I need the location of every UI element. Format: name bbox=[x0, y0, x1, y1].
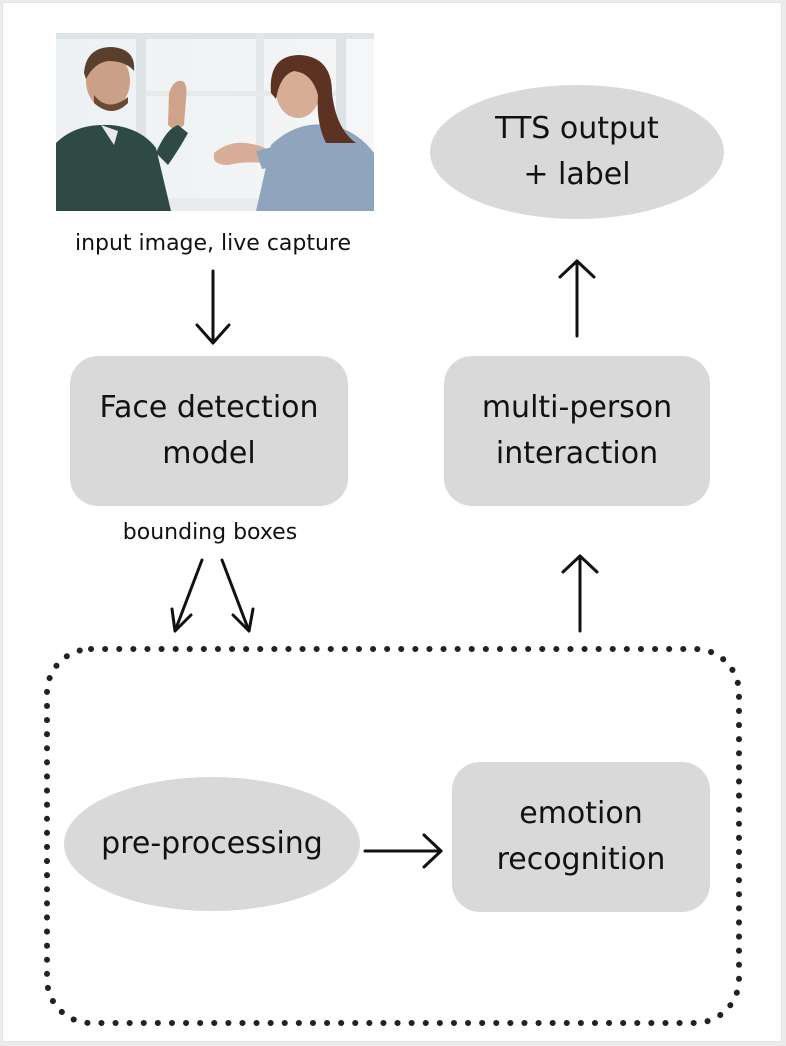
bounding-boxes-caption: bounding boxes bbox=[122, 520, 298, 545]
arrow-group-to-multiperson bbox=[561, 554, 599, 633]
connectors-layer bbox=[44, 259, 742, 1026]
arrow-detection-to-group-left bbox=[170, 558, 204, 633]
tts-output-node: TTS output + label bbox=[430, 85, 724, 219]
face-detection-node: Face detection model bbox=[70, 356, 348, 506]
arrow-image-to-detection bbox=[195, 269, 231, 345]
arrow-preprocessing-to-emotion bbox=[363, 833, 443, 869]
arrow-multiperson-to-tts bbox=[558, 259, 596, 338]
input-photo-illustration bbox=[56, 33, 374, 211]
multi-person-node: multi-person interaction bbox=[444, 356, 710, 506]
preprocessing-node: pre-processing bbox=[64, 777, 360, 911]
arrow-detection-to-group-right bbox=[220, 558, 255, 633]
emotion-recognition-node: emotion recognition bbox=[452, 762, 710, 912]
input-image bbox=[56, 33, 374, 211]
input-caption: input image, live capture bbox=[74, 231, 352, 256]
processing-group-border bbox=[44, 646, 742, 1026]
